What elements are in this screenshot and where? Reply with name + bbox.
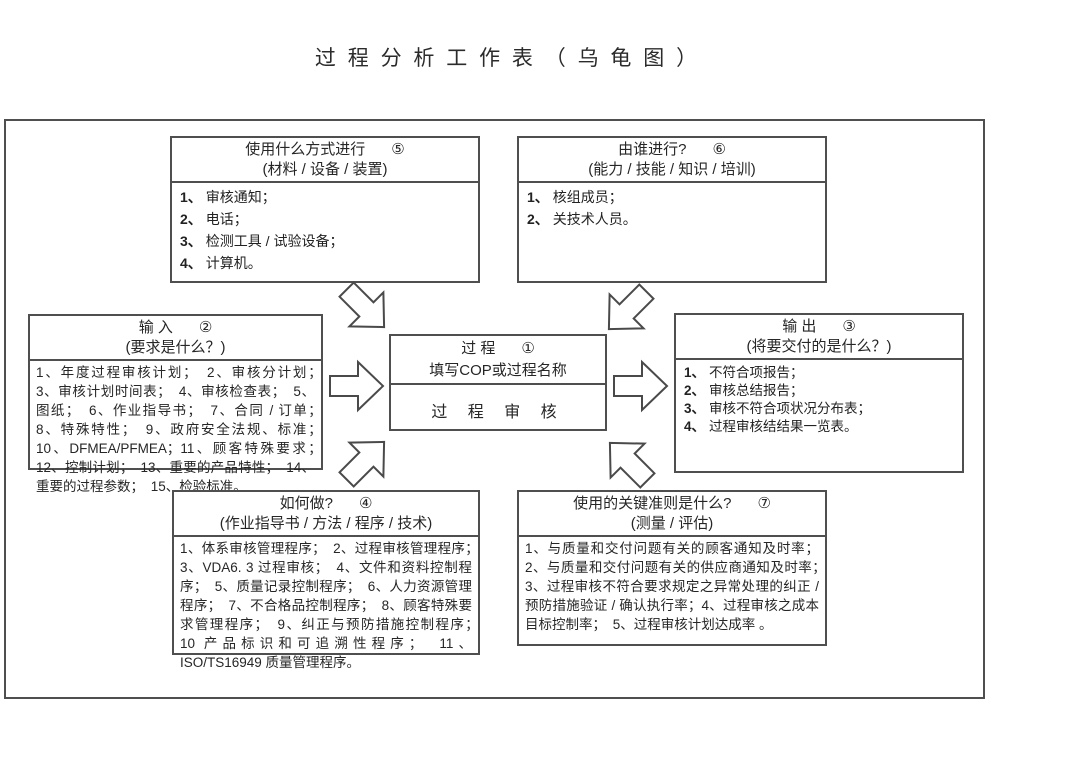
box-methods-subtitle: (材料 / 设备 / 装置)	[262, 161, 388, 178]
box-how-body: 1、体系审核管理程序； 2、过程审核管理程序； 3、VDA6. 3 过程审核； …	[180, 541, 486, 670]
box-criteria-number: ⑦	[757, 495, 771, 512]
box-performers: 由谁进行? ⑥ (能力 / 技能 / 知识 / 培训) 1、核组成员； 2、关技术人…	[517, 136, 827, 283]
box-process-subtitle: 填写COP或过程名称	[429, 362, 567, 379]
box-process-title: 过 程	[461, 340, 496, 357]
box-performers-header: 由谁进行? ⑥ (能力 / 技能 / 知识 / 培训)	[519, 138, 825, 183]
list-item: 3、审核不符合项状况分布表；	[684, 401, 872, 416]
box-output-number: ③	[842, 318, 856, 335]
box-output-subtitle: (将要交付的是什么？)	[746, 338, 892, 355]
list-item: 2、审核总结报告；	[684, 383, 804, 398]
box-methods-header: 使用什么方式进行 ⑤ (材料 / 设备 / 装置)	[172, 138, 478, 183]
box-output: 输 出 ③ (将要交付的是什么？) 1、不符合项报告； 2、审核总结报告； 3、审核不…	[674, 313, 964, 473]
diagram-outer-border	[4, 119, 985, 699]
box-input-subtitle: (要求是什么？)	[125, 339, 226, 356]
box-performers-number: ⑥	[712, 141, 726, 158]
box-criteria-body: 1、与质量和交付问题有关的顾客通知及时率；2、与质量和交付问题有关的供应商通知及…	[525, 541, 833, 632]
list-item: 1、审核通知；	[180, 189, 276, 205]
list-item: 4、过程审核结结果一览表。	[684, 419, 858, 434]
box-methods-title: 使用什么方式进行	[245, 141, 366, 158]
box-criteria-header: 使用的关键准则是什么? ⑦ (测量 / 评估)	[519, 492, 825, 537]
page-title: 过 程 分 析 工 作 表 （ 乌 龟 图 ）	[314, 47, 701, 70]
box-criteria-title: 使用的关键准则是什么?	[573, 495, 732, 512]
box-performers-title: 由谁进行?	[618, 141, 687, 158]
box-process: 过 程 ① 填写COP或过程名称 过 程 审 核	[389, 334, 607, 431]
list-item: 3、检测工具 / 试验设备；	[180, 233, 344, 249]
box-process-body: 过 程 审 核	[431, 404, 565, 421]
box-output-title: 输 出	[782, 318, 817, 335]
box-criteria: 使用的关键准则是什么? ⑦ (测量 / 评估) 1、与质量和交付问题有关的顾客通知…	[517, 490, 833, 646]
box-how-number: ④	[358, 495, 373, 512]
box-input-body: 1、年度过程审核计划； 2、审核分计划； 3、审核计划时间表； 4、审核检查表；…	[36, 365, 329, 494]
list-item: 1、核组成员；	[527, 189, 623, 205]
box-how-header: 如何做? ④ (作业指导书 / 方法 / 程序 / 技术)	[174, 492, 478, 537]
list-item: 4、计算机。	[180, 255, 262, 271]
box-criteria-subtitle: (测量 / 评估)	[630, 515, 714, 532]
box-methods-number: ⑤	[391, 141, 405, 158]
box-input-number: ②	[198, 319, 213, 336]
box-performers-list: 1、核组成员； 2、关技术人员。	[519, 183, 825, 230]
box-input-header: 输 入 ② (要求是什么？)	[30, 316, 321, 361]
box-how-title: 如何做?	[279, 495, 333, 512]
box-methods-list: 1、审核通知； 2、电话； 3、检测工具 / 试验设备； 4、计算机。	[172, 183, 478, 274]
box-output-header: 输 出 ③ (将要交付的是什么？)	[676, 315, 962, 360]
box-output-list: 1、不符合项报告； 2、审核总结报告； 3、审核不符合项状况分布表； 4、过程审核结结…	[676, 360, 962, 436]
box-performers-subtitle: (能力 / 技能 / 知识 / 培训)	[588, 161, 756, 178]
box-input-title: 输 入	[138, 319, 173, 336]
box-methods: 使用什么方式进行 ⑤ (材料 / 设备 / 装置) 1、审核通知； 2、电话； 3、检…	[170, 136, 480, 283]
box-input: 输 入 ② (要求是什么？) 1、年度过程审核计划； 2、审核分计划； 3、审核计…	[28, 314, 329, 494]
box-process-number: ①	[521, 340, 535, 357]
list-item: 2、关技术人员。	[527, 211, 637, 227]
list-item: 2、电话；	[180, 211, 248, 227]
list-item: 1、不符合项报告；	[684, 365, 804, 380]
box-process-header: 过 程 ① 填写COP或过程名称	[391, 336, 605, 385]
box-how: 如何做? ④ (作业指导书 / 方法 / 程序 / 技术) 1、体系审核管理程序；…	[172, 490, 486, 670]
box-how-subtitle: (作业指导书 / 方法 / 程序 / 技术)	[219, 515, 433, 532]
